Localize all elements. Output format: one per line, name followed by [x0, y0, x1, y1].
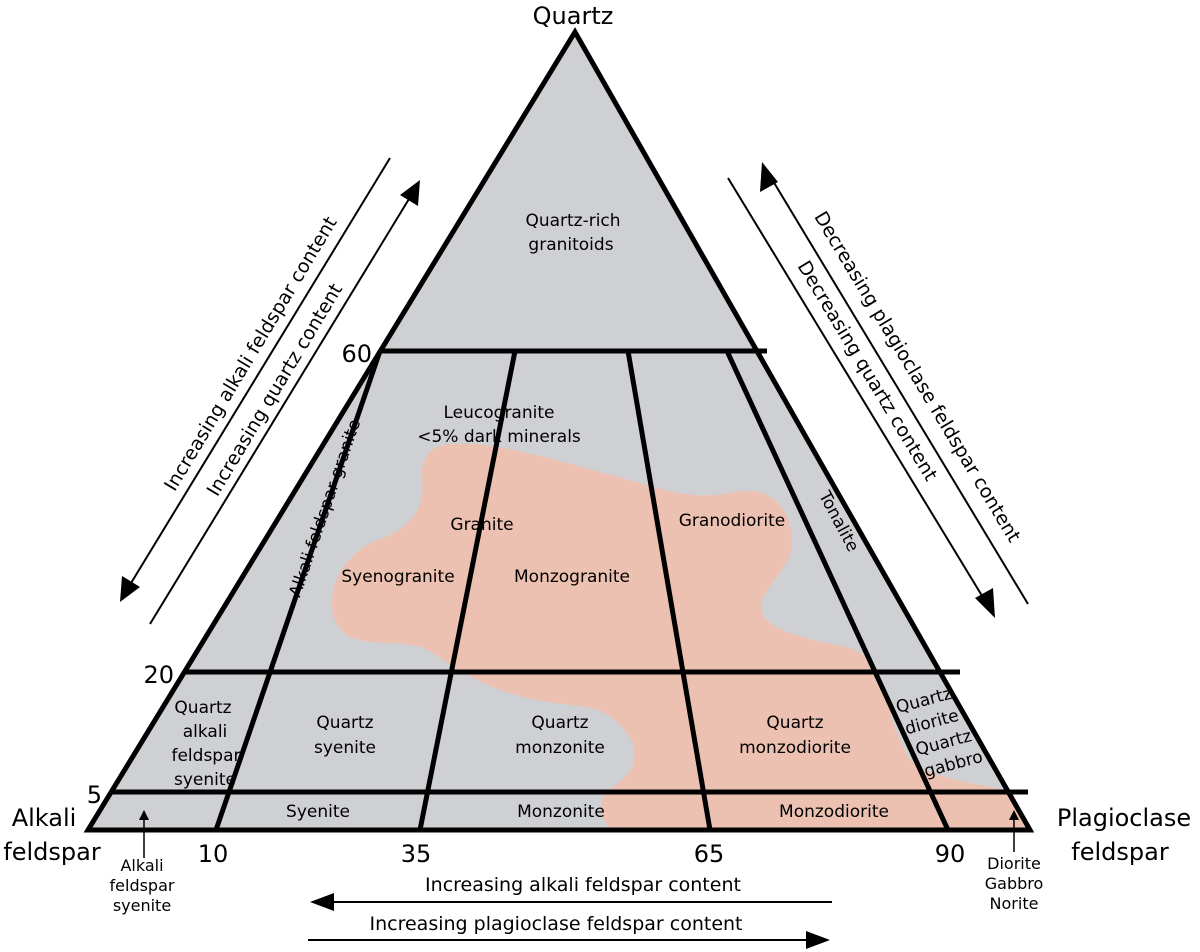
field-syenite: Syenite: [286, 802, 350, 822]
tick-base-65: 65: [694, 840, 725, 868]
field-quartz-monzonite-line1: Quartz: [531, 713, 588, 733]
field-granodiorite: Granodiorite: [679, 511, 786, 531]
field-quartz-alkali-syenite-line2: alkali: [183, 722, 228, 742]
footnote-diorite: Diorite: [987, 854, 1041, 873]
right-arrow-quartz: [727, 177, 995, 618]
left-arrow-quartz: [149, 180, 420, 625]
tick-quartz-20: 20: [143, 661, 174, 689]
tick-base-10: 10: [198, 840, 229, 868]
left-arrow-alkali: [120, 157, 391, 602]
field-leucogranite-line1: Leucogranite: [444, 403, 555, 423]
vertex-plagioclase-label-1: Plagioclase: [1057, 804, 1191, 832]
granite-region: [331, 443, 1030, 830]
field-syenogranite: Syenogranite: [341, 567, 454, 587]
tick-base-35: 35: [401, 840, 432, 868]
boundary-p10: [213, 350, 383, 831]
vertex-alkali-label-2: feldspar: [3, 838, 101, 866]
field-boundaries: [110, 348, 1028, 832]
field-granite: Granite: [450, 515, 513, 535]
tick-quartz-60: 60: [341, 340, 372, 368]
field-quartz-monzonite-line2: monzonite: [515, 738, 605, 758]
field-quartz-alkali-syenite-line3: feldspar: [171, 746, 240, 766]
right-arrow-plag: [760, 162, 1029, 605]
field-quartz-rich-line1: Quartz-rich: [525, 211, 620, 231]
qap-triangle: [88, 32, 1030, 830]
field-quartz-alkali-syenite-line1: Quartz: [174, 698, 231, 718]
vertex-quartz-label: Quartz: [533, 2, 614, 30]
footnote-alkali-syenite-line3: syenite: [113, 896, 171, 915]
footnote-alkali-syenite-line2: feldspar: [110, 876, 175, 895]
footnote-alkali-syenite-line1: Alkali: [120, 856, 163, 875]
tick-base-90: 90: [935, 840, 966, 868]
field-quartz-rich-line2: granitoids: [528, 235, 613, 255]
boundary-p65: [625, 350, 713, 831]
field-monzogranite: Monzogranite: [514, 567, 630, 587]
footnote-norite: Norite: [990, 894, 1039, 913]
label-increasing-alkali-bottom: Increasing alkali feldspar content: [425, 874, 741, 896]
alkali-syenite-pointer: [139, 810, 149, 858]
boundary-p35: [417, 350, 518, 831]
triangle-outline: [83, 27, 1035, 833]
field-quartz-syenite-line1: Quartz: [316, 713, 373, 733]
field-quartz-monzodiorite-line2: monzodiorite: [739, 738, 851, 758]
diorite-pointer: [1009, 810, 1019, 852]
vertex-alkali-label-1: Alkali: [12, 804, 77, 832]
label-increasing-plag-bottom: Increasing plagioclase feldspar content: [370, 913, 743, 935]
field-quartz-alkali-syenite-line4: syenite: [174, 770, 236, 790]
bottom-arrow-alkali: [310, 893, 832, 911]
bottom-arrow-plag: [308, 931, 830, 949]
boundary-p90: [724, 349, 951, 832]
tick-quartz-5: 5: [87, 781, 102, 809]
field-leucogranite-line2: <5% dark minerals: [417, 427, 581, 447]
field-quartz-syenite-line2: syenite: [314, 738, 376, 758]
vertex-plagioclase-label-2: feldspar: [1071, 838, 1169, 866]
field-monzonite: Monzonite: [517, 802, 605, 822]
field-monzodiorite: Monzodiorite: [779, 802, 889, 822]
footnote-gabbro: Gabbro: [985, 874, 1044, 893]
field-quartz-monzodiorite-line1: Quartz: [766, 713, 823, 733]
